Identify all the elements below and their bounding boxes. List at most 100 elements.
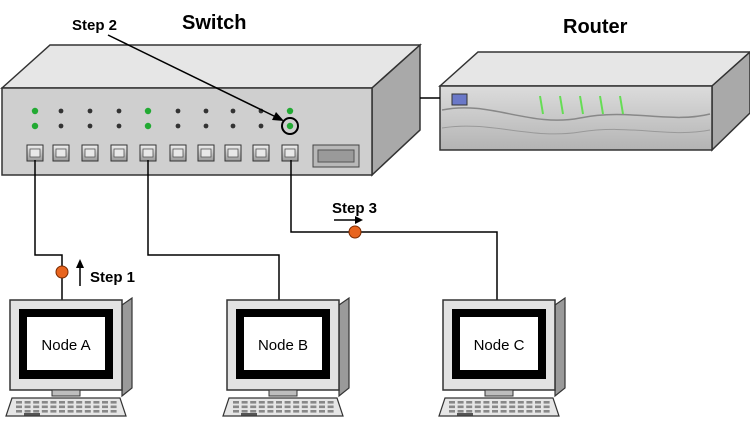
step3-arrow xyxy=(334,216,363,224)
keyboard-key xyxy=(526,401,533,404)
monitor-side xyxy=(121,296,133,398)
keyboard-key xyxy=(41,401,48,404)
switch-top-face xyxy=(0,44,422,89)
keyboard-key xyxy=(517,410,524,413)
network-switch xyxy=(0,43,422,177)
switch-led xyxy=(203,108,209,114)
switch-port xyxy=(81,144,99,162)
router-top-face xyxy=(438,51,750,87)
switch-led xyxy=(230,108,236,114)
keyboard-key xyxy=(267,405,274,409)
keyboard-key xyxy=(241,410,248,413)
keyboard-key xyxy=(284,405,291,409)
keyboard-key xyxy=(500,405,507,409)
keyboard-key xyxy=(59,401,65,404)
router-light xyxy=(559,95,564,115)
switch-led xyxy=(175,123,181,129)
keyboard-key xyxy=(327,401,334,404)
keyboard-key xyxy=(276,405,282,409)
keyboard-key xyxy=(319,405,325,409)
keyboard-spacebar xyxy=(457,413,473,416)
router-light xyxy=(619,95,624,115)
keyboard-key xyxy=(276,410,282,413)
keyboard-key xyxy=(267,401,274,404)
keyboard-key xyxy=(33,401,40,404)
keyboard-key xyxy=(241,405,248,409)
keyboard-key xyxy=(457,401,464,404)
keyboard-spacebar xyxy=(241,413,257,416)
router xyxy=(438,50,750,152)
switch-port xyxy=(110,144,128,162)
keyboard-key xyxy=(509,410,516,413)
keyboard-key xyxy=(76,405,83,409)
keyboard-key xyxy=(483,401,490,404)
monitor-stand xyxy=(484,389,514,397)
keyboard-key xyxy=(466,405,473,409)
switch-led xyxy=(31,122,39,130)
keyboard-key xyxy=(84,405,91,409)
router-title: Router xyxy=(563,16,628,38)
keyboard-key xyxy=(327,410,334,413)
keyboard-key xyxy=(84,401,91,404)
computer-node-a: Node A xyxy=(5,296,133,417)
monitor-stand xyxy=(51,389,81,397)
monitor-screen xyxy=(244,317,322,370)
keyboard-key xyxy=(233,405,239,409)
keyboard-key xyxy=(310,401,317,404)
keyboard-key xyxy=(319,410,325,413)
keyboard-key xyxy=(241,401,248,404)
cable-node-c xyxy=(290,160,498,300)
keyboard-key xyxy=(16,410,22,413)
keyboard-key xyxy=(59,410,65,413)
router-status-window xyxy=(451,93,468,106)
switch-console-port-inner xyxy=(317,149,355,163)
keyboard-key xyxy=(492,410,498,413)
keyboard-key xyxy=(16,401,22,404)
step1-label: Step 1 xyxy=(90,269,135,286)
keyboard-key xyxy=(67,405,74,409)
keyboard-key xyxy=(301,401,308,404)
step1-arrow xyxy=(76,259,84,286)
keyboard-key xyxy=(301,410,308,413)
keyboard-key xyxy=(110,410,117,413)
keyboard-key xyxy=(535,401,541,404)
node-label: Node A xyxy=(41,337,90,354)
keyboard-key xyxy=(250,401,257,404)
switch-led xyxy=(144,122,152,130)
keyboard-key xyxy=(500,410,507,413)
keyboard-key xyxy=(535,410,541,413)
keyboard-key xyxy=(293,405,300,409)
keyboard-key xyxy=(250,405,257,409)
keyboard-key xyxy=(93,405,100,409)
keyboard-key xyxy=(24,401,31,404)
computer-node-b: Node B xyxy=(222,296,350,417)
keyboard-key xyxy=(41,405,48,409)
keyboard-key xyxy=(258,405,265,409)
keyboard-key xyxy=(102,410,108,413)
keyboard-key xyxy=(310,410,317,413)
switch-led-active xyxy=(286,122,294,130)
keyboard-key xyxy=(449,401,455,404)
step3-label: Step 3 xyxy=(332,200,377,217)
switch-port xyxy=(281,144,299,162)
switch-led xyxy=(175,108,181,114)
keyboard-key xyxy=(457,410,464,413)
keyboard-key xyxy=(76,401,83,404)
keyboard-key xyxy=(310,405,317,409)
keyboard-key xyxy=(517,401,524,404)
keyboard-key xyxy=(233,401,239,404)
switch-led xyxy=(230,123,236,129)
switch-led xyxy=(58,108,64,114)
keyboard-key xyxy=(474,410,481,413)
keyboard-key xyxy=(327,405,334,409)
keyboard-key xyxy=(474,405,481,409)
keyboard-key xyxy=(76,410,83,413)
keyboard-key xyxy=(250,410,257,413)
monitor-screen xyxy=(27,317,105,370)
keyboard-key xyxy=(24,410,31,413)
keyboard-key xyxy=(93,401,100,404)
keyboard-key xyxy=(543,401,550,404)
switch-port-row xyxy=(26,144,299,162)
keyboard-key xyxy=(543,410,550,413)
